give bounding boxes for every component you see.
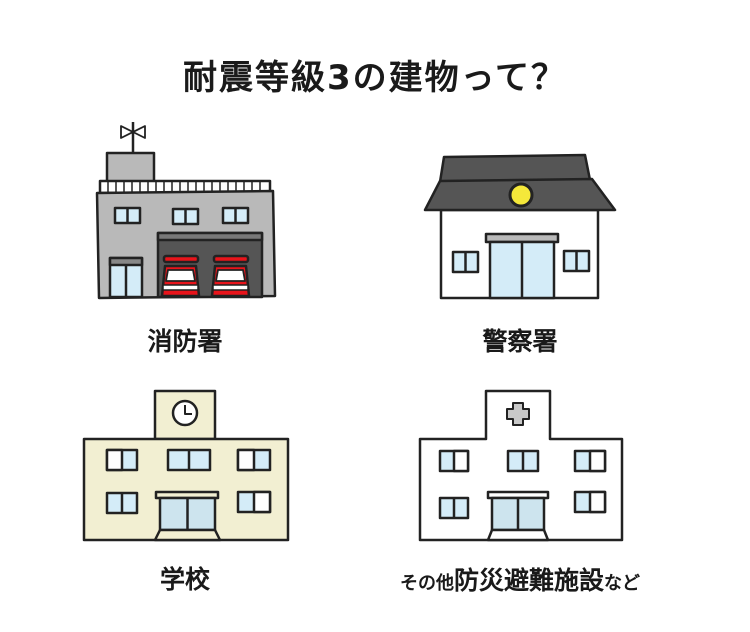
fire-truck-icon <box>160 254 201 298</box>
police-station-label: 警察署 <box>482 327 558 356</box>
label-prefix: その他 <box>399 573 454 594</box>
evacuation-facility-label: その他防災避難施設など <box>340 561 700 597</box>
evacuation-facility-illustration <box>418 389 624 542</box>
label-main: 防災避難施設 <box>453 566 604 595</box>
fire-station-label: 消防署 <box>147 327 223 356</box>
label-suffix: など <box>604 573 640 594</box>
school-label: 学校 <box>159 565 210 594</box>
school-illustration <box>82 389 290 542</box>
medical-cross-icon <box>506 402 530 426</box>
police-station-illustration <box>423 153 617 300</box>
page-title: 耐震等級3の建物って？ <box>183 58 567 98</box>
fire-truck-icon <box>210 254 251 298</box>
fire-station-illustration <box>95 122 277 300</box>
